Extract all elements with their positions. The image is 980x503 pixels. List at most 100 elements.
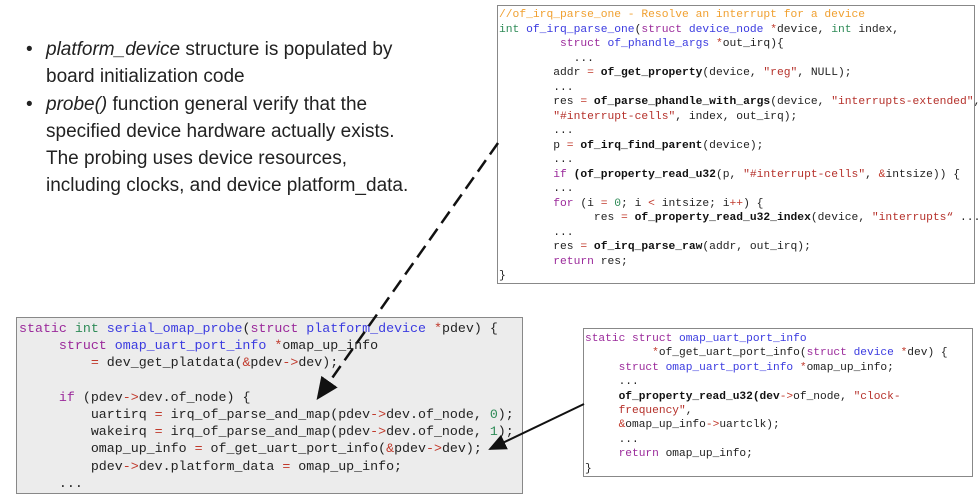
code-token (499, 111, 553, 123)
code-token: * (763, 23, 777, 36)
code-token: pdev (394, 441, 426, 457)
code-line: struct of_phandle_args *out_irq){ (499, 37, 974, 52)
code-token: serial_omap_probe (98, 321, 243, 336)
code-token: p (499, 139, 567, 152)
code-token: -> (282, 355, 299, 371)
code-token: omap_up_info (625, 419, 706, 432)
code-token: "clock- (853, 390, 901, 403)
code-token: pdev) { (441, 321, 498, 336)
code-token: 0 (489, 407, 498, 423)
code-token: res (499, 241, 581, 253)
code-line: static int serial_omap_probe(struct plat… (19, 320, 522, 337)
bullet-term: probe() (46, 93, 108, 115)
code-line: struct omap_uart_port_info *omap_up_info… (585, 361, 972, 375)
code-token: struct (19, 338, 107, 354)
code-token: = (194, 441, 203, 457)
code-token: dev.platform_data (138, 458, 283, 474)
code-line: ​ (19, 372, 522, 389)
code-token: ... (19, 475, 83, 491)
code-line: *of_get_uart_port_info(struct device *de… (585, 346, 972, 360)
code-line: ... (499, 182, 974, 197)
code-token: dev) { (907, 347, 948, 360)
code-line: p = of_irq_find_parent(device); (499, 139, 974, 154)
code-token: pdev (19, 458, 123, 474)
code-token: = (580, 241, 588, 253)
code-line: = dev_get_platdata(&pdev->dev); (19, 354, 522, 371)
code-token: of_irq_parse_one (519, 23, 635, 36)
code-line: omap_up_info = of_get_uart_port_info(&pd… (19, 440, 522, 457)
code-token: (pdev (74, 389, 123, 405)
code-box-of-irq-parse-one: //of_irq_parse_one - Resolve an interrup… (497, 5, 980, 284)
code-token: "#interrupt-cells" (553, 110, 676, 123)
code-token: -> (122, 458, 139, 474)
code-line: &omap_up_info->uartclk); (585, 418, 972, 432)
code-token: omap_up_info; (806, 361, 894, 374)
bullet-probe: probe() function general verify that the… (26, 91, 426, 200)
code-line: //of_irq_parse_one - Resolve an interrup… (499, 8, 974, 23)
code-token: platform_device (298, 321, 426, 336)
code-token: int (499, 23, 520, 36)
code-token: struct (560, 38, 601, 50)
code-token: ... (499, 52, 594, 65)
code-line: pdev->dev.platform_data = omap_up_info; (19, 458, 522, 475)
code-token: omap_uart_port_info (106, 338, 267, 354)
code-token: omap_up_info; (658, 448, 753, 461)
code-token: res (499, 96, 581, 108)
code-token: & (386, 441, 395, 457)
code-line: ... (499, 226, 974, 241)
code-token: dev); (298, 355, 339, 371)
code-token: * (709, 38, 723, 50)
code-token: ... (499, 125, 574, 137)
code-token: out_irq){ (722, 38, 784, 50)
code-token: = (282, 458, 291, 474)
code-token: of_property_read_u32(dev (585, 390, 780, 403)
code-token: of_parse_phandle_with_args (587, 96, 771, 108)
code-token: device_node (682, 23, 764, 36)
code-token: & (585, 419, 626, 432)
code-token: ) { (743, 197, 764, 210)
code-token: ...} (960, 212, 980, 224)
code-token: ++ (729, 197, 744, 210)
code-token: ... (499, 154, 574, 166)
code-token: , index, out_irq); (675, 110, 798, 123)
code-token: ; i (621, 197, 649, 210)
code-token: ... (499, 81, 574, 94)
code-token: int (66, 321, 99, 336)
code-token: = (566, 139, 574, 152)
code-token: ... (585, 376, 639, 389)
code-token: -> (122, 389, 139, 405)
code-token: } (585, 462, 592, 475)
code-token: } (499, 270, 506, 282)
code-line: } (585, 462, 972, 476)
code-token: of_get_uart_port_info( (202, 441, 387, 457)
code-token: , (865, 168, 879, 181)
code-token: , (973, 96, 980, 108)
code-token: ); (497, 407, 514, 423)
code-line: ... (19, 475, 522, 492)
code-token: , (685, 405, 693, 418)
code-token: addr (499, 67, 588, 79)
code-token: ... (585, 433, 639, 446)
code-token: (device, (770, 96, 832, 108)
code-token: intsize; i (654, 197, 730, 210)
code-token: dev.of_node) { (138, 389, 251, 405)
code-token: (of_property_read_u32 (566, 168, 716, 181)
code-token: struct (806, 347, 847, 360)
code-token: return (499, 255, 594, 268)
code-token: frequency" (585, 405, 686, 418)
code-token: index, (851, 23, 900, 36)
code-token: irq_of_parse_and_map(pdev (162, 424, 371, 440)
code-token: * (793, 361, 807, 374)
code-token: * (266, 338, 283, 354)
code-token: -> (779, 390, 794, 403)
code-token: int (831, 23, 852, 36)
code-token: of_node, (793, 390, 854, 403)
code-line: } (499, 269, 974, 284)
code-line: ... (499, 81, 974, 96)
code-token: "#interrupt-cells" (743, 168, 866, 181)
code-token: 0 (607, 197, 622, 210)
code-line: for (i = 0; i < intsize; i++) { (499, 197, 974, 212)
code-line: of_property_read_u32(dev->of_node, "cloc… (585, 390, 972, 404)
code-token: of_property_read_u32_index (627, 212, 811, 224)
code-token: -> (370, 424, 387, 440)
